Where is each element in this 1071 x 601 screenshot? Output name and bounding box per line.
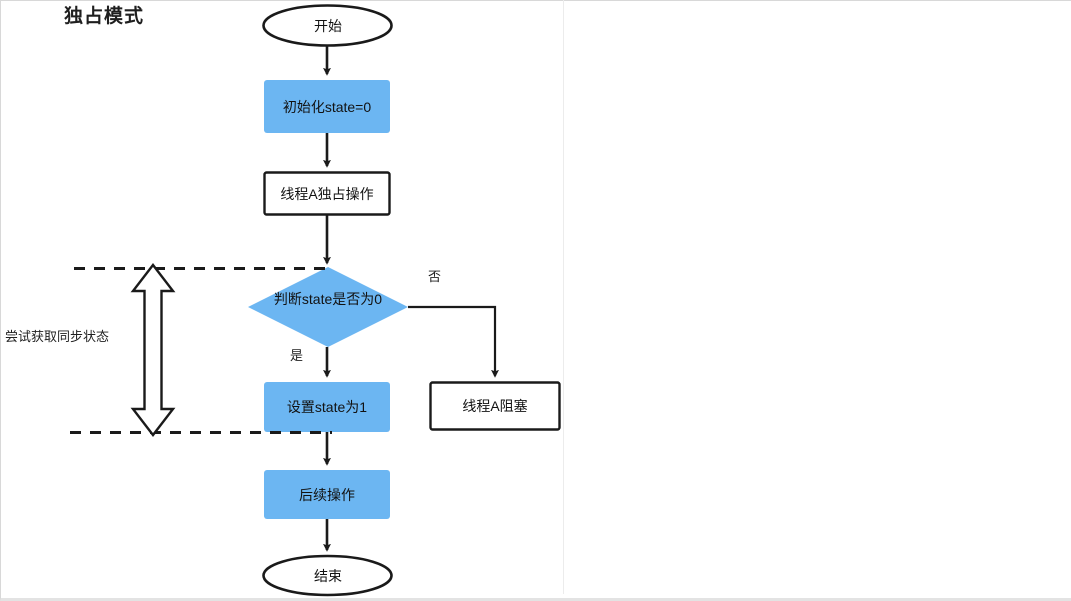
- canvas-divider: [563, 0, 564, 594]
- page-title: 独占模式: [64, 6, 145, 27]
- annotation-label: 尝试获取同步状态: [5, 329, 110, 344]
- annotation-double-arrow: [130, 263, 176, 437]
- node-blocked: [429, 381, 561, 431]
- edge-label-yes: 是: [290, 348, 304, 363]
- edge-label-no: 否: [428, 269, 442, 284]
- node-exclusive: [263, 171, 391, 216]
- node-decide: [248, 267, 408, 347]
- node-init: [264, 80, 390, 133]
- node-start: [262, 4, 393, 47]
- node-next: [264, 470, 390, 519]
- edge-decide-no-to-blocked: [408, 305, 499, 378]
- node-setstate: [264, 382, 390, 432]
- node-end: [262, 554, 393, 597]
